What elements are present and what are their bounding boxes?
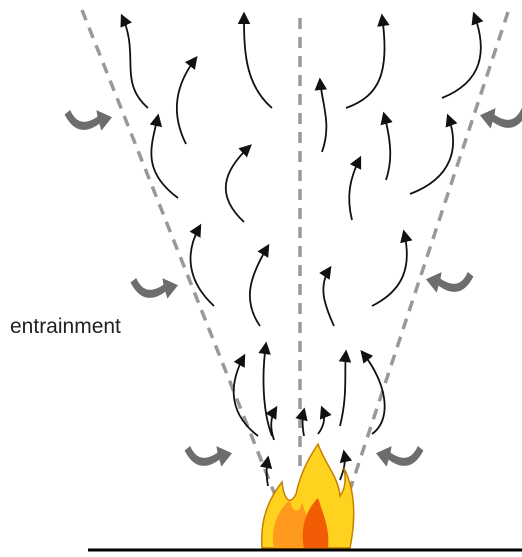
curved-arrow-icon	[425, 263, 476, 300]
flow-arrow	[320, 80, 326, 152]
flow-arrow	[151, 116, 178, 198]
flow-arrow	[271, 408, 276, 440]
curved-arrow-icon	[62, 101, 113, 138]
flow-arrow	[340, 452, 345, 480]
curved-arrow-icon	[375, 437, 426, 474]
entrainment-arrows	[62, 99, 522, 474]
flow-arrow	[250, 246, 268, 326]
flow-arrow	[346, 16, 385, 108]
flow-arrow	[122, 16, 148, 108]
flow-arrow	[442, 14, 481, 98]
entrainment-label: entrainment	[10, 315, 121, 338]
flow-arrow	[349, 158, 360, 220]
right-plume-boundary	[340, 12, 508, 520]
flow-arrow	[226, 146, 250, 222]
flow-arrow	[340, 352, 346, 426]
flow-arrow	[177, 58, 196, 144]
plume-boundaries	[82, 10, 508, 520]
flow-arrow	[234, 356, 258, 436]
flow-arrow	[244, 14, 272, 108]
curved-arrow-icon	[182, 437, 233, 474]
flow-arrow	[410, 116, 453, 194]
flow-arrow	[318, 408, 324, 434]
flow-arrow	[372, 232, 407, 306]
curved-arrow-icon	[128, 269, 179, 306]
flow-arrow	[303, 410, 305, 436]
flow-arrow	[323, 268, 334, 326]
flame-icon	[262, 444, 354, 548]
flow-arrow	[384, 114, 390, 180]
curved-arrow-icon	[479, 99, 522, 136]
